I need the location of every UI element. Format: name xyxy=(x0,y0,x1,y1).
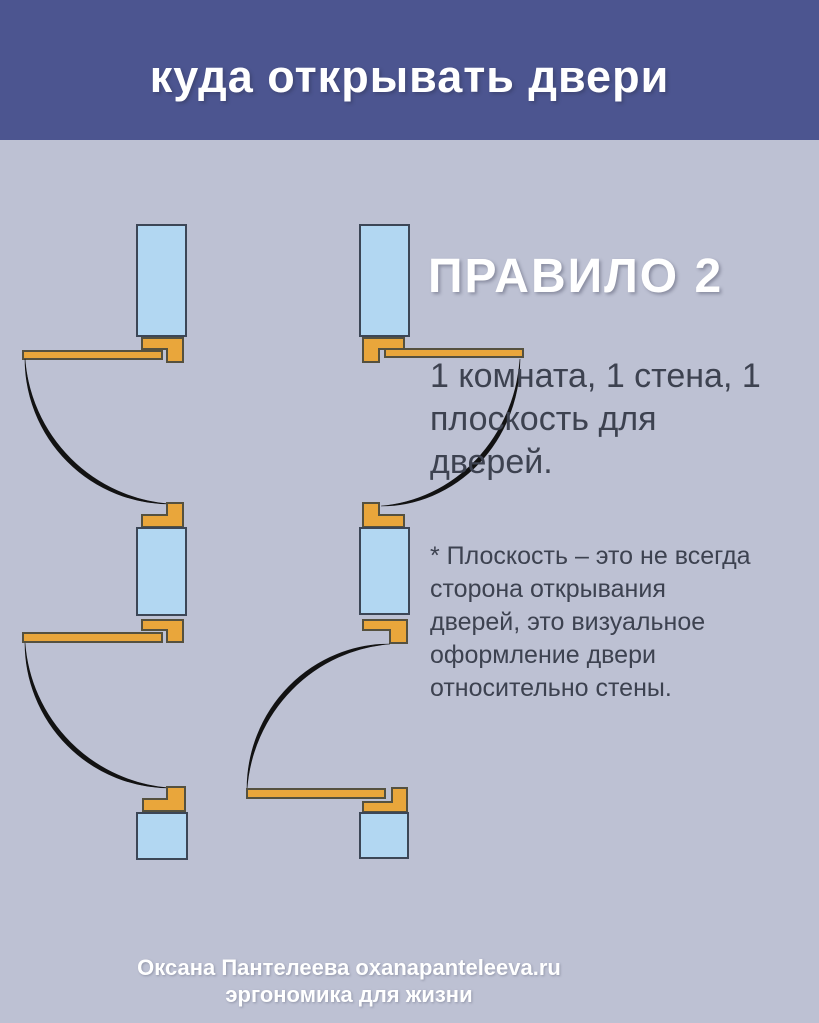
door-jamb-hinge-left-1 xyxy=(141,337,184,363)
rule-text-line: 1 комната, 1 стена, 1 xyxy=(430,357,761,395)
door-leaf-left-1 xyxy=(22,350,163,360)
door-jamb-strike-left-2 xyxy=(142,786,186,812)
wall-segment-top-left xyxy=(136,224,187,337)
door-leaf-right-1 xyxy=(384,348,524,358)
door-jamb-hinge-right-2 xyxy=(362,619,408,644)
rule-text: 1 комната, 1 стена, 1 плоскость для двер… xyxy=(430,355,810,484)
footnote-text: * Плоскость – это не всегда сторона откр… xyxy=(430,540,810,705)
wall-segment-middle-left xyxy=(136,527,187,616)
door-jamb-strike-left-1 xyxy=(141,502,184,528)
wall-segment-bottom-right xyxy=(359,812,409,859)
wall-segment-middle-right xyxy=(359,527,410,615)
door-swing-arc-left-1 xyxy=(24,358,171,505)
footer-tagline: эргономика для жизни xyxy=(225,982,473,1007)
door-leaf-left-2 xyxy=(22,632,163,643)
door-jamb-strike-right-1 xyxy=(362,502,405,528)
door-jamb-hinge-right-1 xyxy=(362,337,405,363)
wall-segment-top-right xyxy=(359,224,410,337)
footnote-line: относительно стены. xyxy=(430,674,672,702)
door-jamb-hinge-left-2 xyxy=(141,619,184,643)
header-band: куда открывать двери xyxy=(0,0,819,140)
rule-heading: ПРАВИЛО 2 xyxy=(428,250,724,303)
footnote-line: дверей, это визуальное xyxy=(430,608,706,636)
footnote-line: оформление двери xyxy=(430,641,656,669)
rule-text-line: дверей. xyxy=(430,443,553,481)
footer: Оксана Пантелеева oxanapanteleeva.ru эрг… xyxy=(0,954,698,1008)
footnote-line: сторона открывания xyxy=(430,575,666,603)
door-swing-arc-right-2 xyxy=(246,643,391,790)
rule-text-line: плоскость для xyxy=(430,400,657,438)
door-swing-arc-right-1 xyxy=(380,358,521,507)
door-leaf-right-2 xyxy=(246,788,386,799)
footnote-line: * Плоскость – это не всегда xyxy=(430,542,751,570)
door-swing-arc-left-2 xyxy=(24,642,171,789)
page-title: куда открывать двери xyxy=(149,51,670,102)
footer-author-site: Оксана Пантелеева oxanapanteleeva.ru xyxy=(137,955,561,980)
wall-segment-bottom-left xyxy=(136,812,188,860)
